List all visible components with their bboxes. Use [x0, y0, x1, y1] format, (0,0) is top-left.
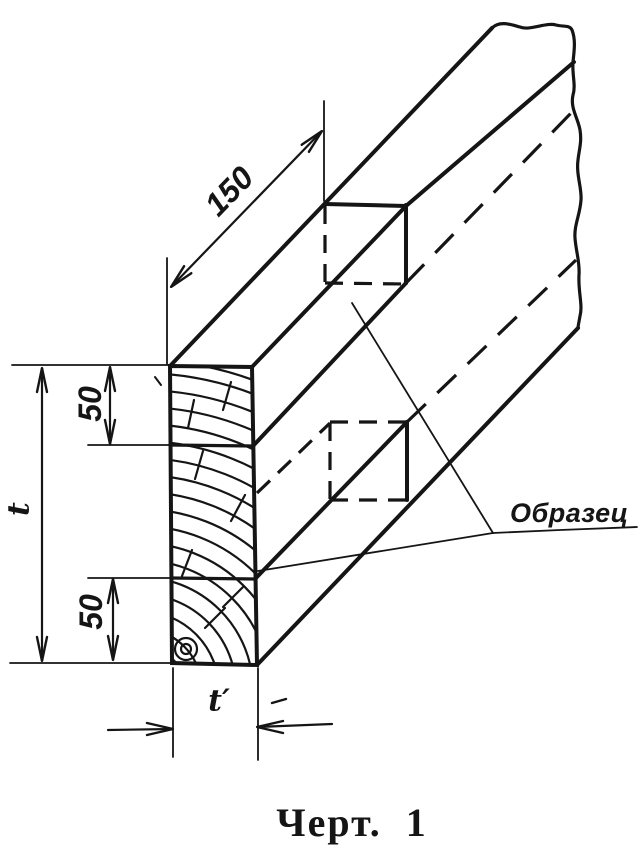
leader-branch-upper: [351, 302, 494, 534]
grain-ray: [193, 449, 205, 481]
arrowhead-tprime-left: [145, 721, 174, 737]
grain-ray: [180, 548, 194, 578]
stray-mark-2: [154, 376, 162, 386]
top-face-near-edge: [250, 60, 576, 369]
dim-line-tprime-right: [255, 722, 334, 729]
break-edge: [490, 22, 583, 330]
beam-edges: [167, 22, 583, 668]
top-notch-cross-line: [323, 202, 408, 208]
dim-label-50-bottom: 50: [73, 594, 109, 630]
grain-ray: [221, 585, 245, 609]
grain-ray: [203, 606, 227, 630]
arrowhead-t-bottom: [35, 635, 49, 662]
grain-knot: [179, 642, 193, 656]
hidden-edges: [255, 108, 578, 502]
leader-line: [257, 302, 638, 572]
upper-cut-edge: [251, 281, 408, 448]
front-face-outline: [167, 363, 260, 668]
top-notch-bottom-edge-hidden: [324, 281, 407, 286]
grain-ray: [229, 493, 247, 523]
dim-label-t-prime: t′: [208, 684, 230, 719]
dimension-arrows: [35, 130, 324, 737]
arrowhead-50top-down: [103, 418, 117, 445]
front-face-division-lower: [170, 576, 257, 581]
lower-cut-hidden-edge: [405, 258, 578, 424]
lower-cut-edge: [253, 420, 409, 581]
wood-grain: [171, 367, 256, 664]
grain-ring: [171, 609, 221, 664]
part-label: Образец: [510, 498, 629, 528]
arrowhead-50bot-up: [106, 578, 120, 605]
dim-line-150: [169, 129, 324, 289]
grain-ray: [186, 398, 196, 430]
grain-knot: [173, 636, 199, 662]
arrowhead-50bot-down: [106, 634, 120, 661]
dim-line-tprime-left: [106, 727, 175, 732]
front-face-division-upper: [168, 443, 255, 448]
arrowhead-150-near: [169, 265, 193, 288]
dim-label-150: 150: [198, 159, 261, 223]
arrowhead-50top-up: [103, 366, 117, 393]
arrowhead-150-far: [300, 130, 324, 153]
figure-caption: Черт. 1: [276, 800, 427, 845]
grain-ring: [171, 626, 204, 664]
arrowhead-tprime-right: [256, 719, 285, 735]
stray-mark-1: [270, 697, 288, 705]
arrowhead-t-top: [35, 367, 49, 394]
middle-notch-hidden-diagonal: [255, 421, 332, 495]
top-face-far-edge: [168, 26, 494, 368]
dim-label-t: t: [2, 502, 37, 516]
grain-ring: [171, 367, 256, 664]
leader-underline: [492, 526, 638, 534]
labels: 150 50 50 t t′ Образец Черт. 1: [2, 159, 629, 845]
grain-ray: [221, 380, 233, 412]
dimension-lines: [9, 100, 334, 761]
bottom-near-edge: [255, 326, 580, 667]
dim-label-50-top: 50: [72, 386, 108, 422]
leader-branch-lower: [257, 532, 494, 572]
